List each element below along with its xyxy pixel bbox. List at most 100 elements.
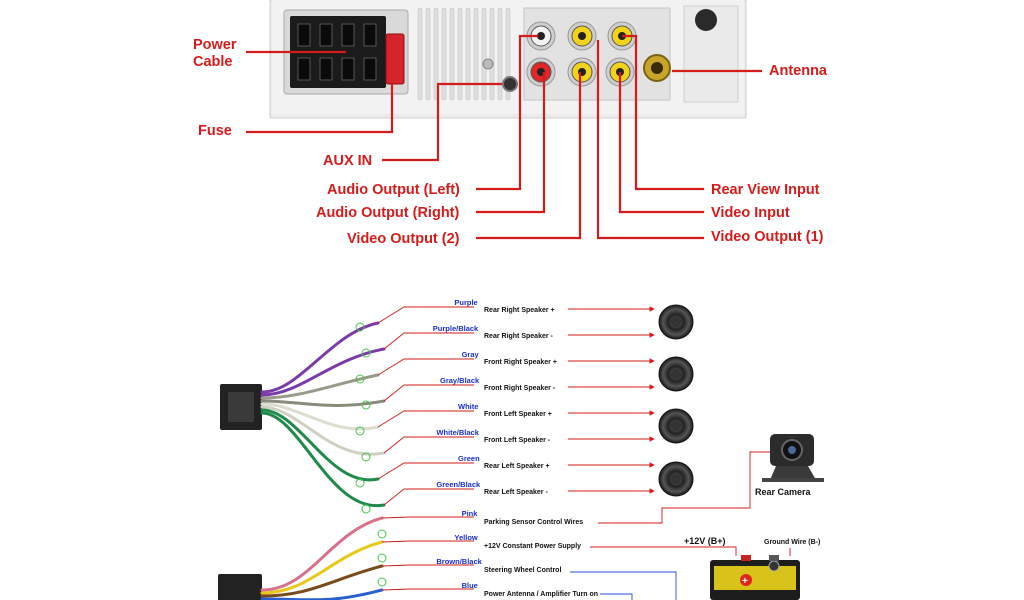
wire-color-label: Green/Black [436,480,481,489]
audio-output-left-label: Audio Output (Left) [327,182,460,198]
speaker-wire [260,347,386,397]
wire-function-label: Front Right Speaker + [484,359,557,366]
speakers [658,304,694,497]
leader-line [377,410,474,428]
leader-line [381,588,474,591]
wire-marker [377,553,387,563]
wire-marker [361,452,371,462]
leader-line [383,488,474,506]
iso-pin-slot [341,23,355,47]
top-connection-lines [246,34,762,240]
wire-function-label: Rear Right Speaker - [484,333,554,340]
power-harness-connector [218,574,262,600]
fuse-label: Fuse [198,123,232,139]
wire-color-label: White [458,402,478,411]
antenna-jack [643,54,671,82]
video-output-1-label: Video Output (1) [711,229,824,245]
wire-color-label: Yellow [454,533,478,542]
wire-color-label: Brown/Black [436,557,482,566]
wire-function-label: Rear Left Speaker - [484,489,548,496]
speaker-wire [260,402,380,431]
wire-color-label: Pink [462,509,479,518]
wire-color-label: White/Black [436,428,479,437]
aux-in-jack [502,76,518,92]
antenna-label: Antenna [769,63,828,79]
wire-color-label: Green [458,454,480,463]
wire-marker [355,426,365,436]
leader-line [383,436,474,454]
speaker-harness-connector [220,384,262,430]
power-wire [260,540,384,595]
speaker-wire [260,399,386,407]
iso-pin-slot [363,23,377,47]
speaker-wire [260,373,380,400]
wire-color-label: Gray [462,350,480,359]
wire-function-label: Rear Left Speaker + [484,463,550,470]
speaker-icon [658,304,694,340]
wire-color-label: Purple [454,298,477,307]
wire-marker [361,348,371,358]
wire-function-label: +12V Constant Power Supply [484,543,581,550]
iso-pin-slot [297,57,311,81]
wire-function-label: Front Left Speaker + [484,411,552,418]
wire-color-label: Gray/Black [440,376,480,385]
battery-positive-label: +12V (B+) [684,536,726,546]
wire-function-label: Front Left Speaker - [484,437,551,444]
wire-marker [377,577,387,587]
rear-view-input-label: Rear View Input [711,182,820,198]
rca-video-output-2-top-jack [567,21,597,51]
wire-function-label: Parking Sensor Control Wires [484,519,583,526]
iso-pin-slot [319,23,333,47]
wire-function-label: Power Antenna / Amplifier Turn on [484,591,598,598]
speaker-wire [260,321,380,394]
video-output-2-label: Video Output (2) [347,231,460,247]
speaker-icon [658,408,694,444]
fuse-holder [385,33,405,85]
leader-line [381,564,474,567]
rear-camera-label: Rear Camera [755,487,812,497]
speaker-icon [658,461,694,497]
wire-color-label: Blue [462,581,478,590]
wire-marker [377,529,387,539]
wire-marker [355,478,365,488]
ground-wire-label: Ground Wire (B-) [764,539,820,546]
svg-text:+: + [742,576,748,587]
battery-icon: + [710,555,800,600]
wire-marker [355,322,365,332]
iso-pin-slot [319,57,333,81]
iso-pin-slot [341,57,355,81]
rca-audio-right-jack [526,57,556,87]
wire-marker [361,400,371,410]
leader-line [383,332,474,350]
iso-pin-slot [297,23,311,47]
leader-line [377,462,474,480]
rca-audio-left-jack [526,21,556,51]
power-wire [260,564,384,598]
head-unit-back-panel [269,0,747,119]
wire-marker [355,374,365,384]
rca-video-output-2-jack [567,57,597,87]
speaker-icon [658,356,694,392]
iso-pin-slot [363,57,377,81]
speaker-wire [260,405,386,456]
rear-camera-icon [762,434,824,482]
video-input-label: Video Input [711,205,790,221]
wire-function-label: Front Right Speaker - [484,385,556,392]
leader-line [381,516,474,519]
leader-line [377,358,474,376]
power-wire [260,516,384,592]
power-cable-label-line2: Cable [193,54,233,70]
speaker-wire [260,411,386,508]
wire-function-label: Steering Wheel Control [484,567,561,574]
leader-line [383,384,474,402]
wire-marker [361,504,371,514]
audio-output-right-label: Audio Output (Right) [316,205,460,221]
power-cable-label-line1: Power [193,37,237,53]
aux-in-label: AUX IN [323,153,372,169]
wire-color-label: Purple/Black [433,324,479,333]
leader-line [377,306,474,324]
wire-function-label: Rear Right Speaker + [484,307,555,314]
